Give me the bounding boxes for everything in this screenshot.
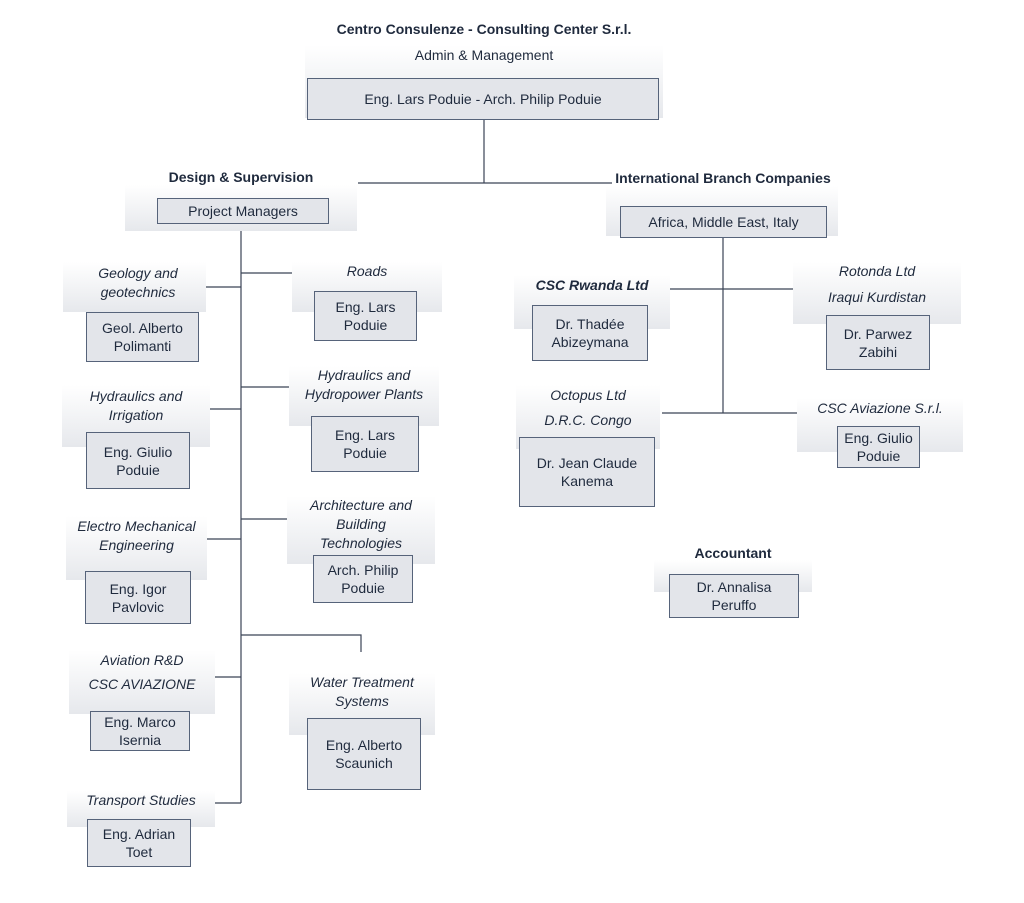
geology-person-box: Geol. Alberto Polimanti	[86, 312, 199, 362]
octopus-label: Octopus Ltd	[550, 387, 626, 403]
roads-label: Roads	[346, 263, 388, 279]
transport-label: Transport Studies	[86, 792, 196, 808]
octopus-label-2: D.R.C. Congo	[544, 412, 632, 428]
rwanda-person-box: Dr. Thadée Abizeymana	[532, 305, 648, 361]
architecture-label: Architecture and Building Technologies	[310, 497, 412, 551]
electro-person-box: Eng. Igor Pavlovic	[85, 571, 191, 624]
international-title: International Branch Companies	[615, 170, 831, 186]
hydropower-label: Hydraulics and Hydropower Plants	[304, 367, 424, 402]
hydropower-person-box: Eng. Lars Poduie	[311, 416, 419, 472]
rwanda-label: CSC Rwanda Ltd	[535, 277, 649, 293]
geology-band	[63, 262, 206, 312]
international-box: Africa, Middle East, Italy	[620, 206, 827, 238]
rotonda-person-box: Dr. Parwez Zabihi	[826, 315, 930, 370]
water-person-box: Eng. Alberto Scaunich	[307, 718, 421, 790]
project-managers-box: Project Managers	[157, 198, 329, 224]
aviation-band	[69, 650, 215, 714]
connector-top-to-branches	[358, 119, 612, 184]
design-supervision-title: Design & Supervision	[168, 169, 314, 185]
architecture-person-box: Arch. Philip Poduie	[313, 555, 413, 603]
directors-box: Eng. Lars Poduie - Arch. Philip Poduie	[307, 78, 659, 120]
octopus-person-box: Dr. Jean Claude Kanema	[519, 437, 655, 507]
aviation-person-box: Eng. Marco Isernia	[90, 711, 190, 751]
transport-person-box: Eng. Adrian Toet	[87, 819, 191, 867]
electro-label: Electro Mechanical Engineering	[77, 518, 196, 553]
aviazione-label: CSC Aviazione S.r.l.	[817, 400, 943, 416]
irrigation-person-box: Eng. Giulio Poduie	[86, 432, 190, 489]
roads-person-box: Eng. Lars Poduie	[314, 291, 417, 341]
aviation-label-2: CSC AVIAZIONE	[88, 676, 196, 692]
rotonda-label-2: Iraqui Kurdistan	[827, 289, 927, 305]
architecture-band	[287, 496, 435, 564]
irrigation-label: Hydraulics and Irrigation	[89, 388, 183, 423]
aviation-label: Aviation R&D	[100, 652, 184, 668]
aviazione-person-box: Eng. Giulio Poduie	[837, 426, 920, 468]
accountant-title: Accountant	[694, 545, 772, 561]
accountant-person-box: Dr. Annalisa Peruffo	[669, 574, 799, 618]
admin-management-label: Admin & Management	[414, 47, 554, 63]
water-label: Water Treatment Systems	[310, 674, 414, 709]
geology-label: Geology and geotechnics	[98, 265, 178, 300]
rotonda-band	[793, 262, 961, 324]
company-title: Centro Consulenze - Consulting Center S.…	[336, 21, 632, 37]
rotonda-label: Rotonda Ltd	[838, 263, 916, 279]
electro-band	[66, 516, 207, 580]
connector-water	[241, 634, 362, 652]
